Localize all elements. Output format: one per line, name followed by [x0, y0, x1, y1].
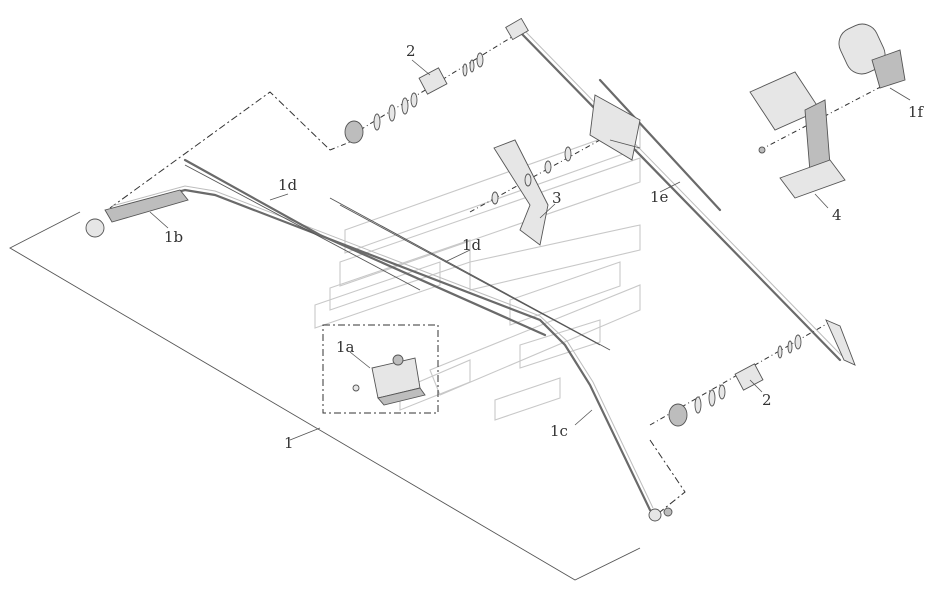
label-part-2-bottom: 2	[762, 391, 772, 409]
label-part-3: 3	[552, 189, 562, 207]
part-1f-cap	[838, 23, 906, 89]
part-2-bottom-stack	[668, 334, 802, 427]
label-assembly-1: 1	[284, 434, 294, 452]
label-part-1d-left: 1d	[278, 176, 298, 194]
watermark-logo	[314, 124, 641, 421]
label-part-1c: 1c	[550, 422, 568, 440]
part-1e-linkage	[505, 17, 856, 366]
part-1c-end	[648, 507, 673, 522]
part-3-bracket	[491, 139, 572, 246]
wiper-arm-rod	[108, 158, 654, 512]
label-part-1a: 1a	[336, 338, 355, 356]
part-1b-bracket	[85, 189, 189, 238]
label-part-1b: 1b	[164, 228, 183, 246]
part-4-bracket	[749, 71, 846, 199]
label-part-1d-center: 1d	[462, 236, 482, 254]
label-part-2-top: 2	[406, 42, 416, 60]
label-part-1f: 1f	[908, 103, 925, 121]
leader-lines	[149, 59, 911, 426]
assembly-outline	[9, 211, 641, 581]
label-part-4: 4	[832, 206, 842, 224]
part-1a-motor	[352, 354, 426, 406]
part-labels: 2 1d 1b 1d 3 1e 1f 4 1a 2 1c 1	[164, 42, 925, 452]
label-part-1e: 1e	[650, 188, 669, 206]
part-2-top-stack	[344, 52, 484, 144]
